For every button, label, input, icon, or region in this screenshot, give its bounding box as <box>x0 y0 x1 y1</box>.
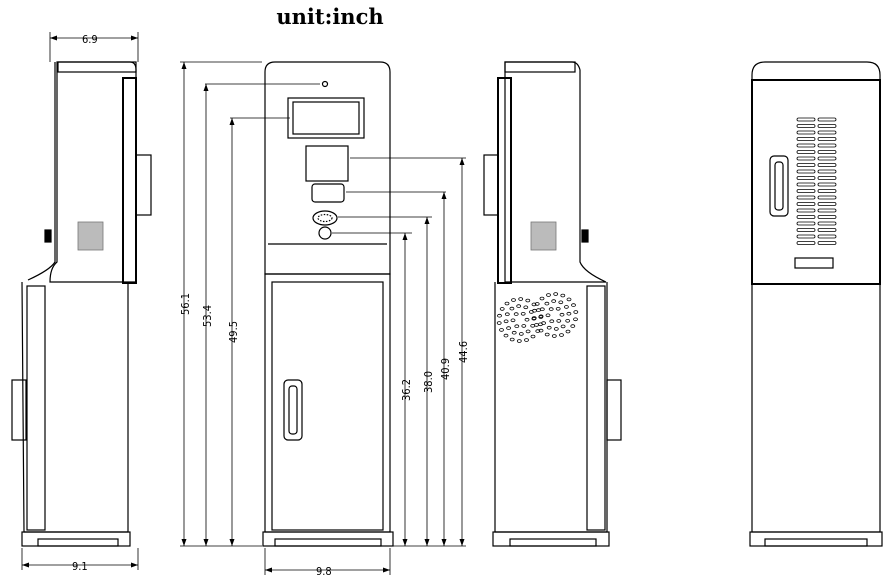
dim-printer-height: 40.9 <box>439 358 452 380</box>
back-view <box>749 61 883 547</box>
button-icon <box>318 226 332 240</box>
dim-speaker-height: 38.0 <box>422 371 435 393</box>
dim-total-height: 56.1 <box>179 293 192 315</box>
camera-icon <box>321 80 329 88</box>
dim-side-top-width: 6.9 <box>82 33 98 46</box>
printer-slot <box>311 183 345 203</box>
right-side-view <box>483 61 622 547</box>
speaker-vent-pattern <box>496 292 579 343</box>
dim-button-height: 36.2 <box>400 379 413 401</box>
dim-front-base-width: 9.8 <box>316 565 332 578</box>
left-side-view <box>11 32 152 570</box>
unit-title: unit:inch <box>276 4 384 29</box>
dim-card-reader-height: 44.6 <box>457 341 470 363</box>
speaker-grille <box>312 210 338 226</box>
card-reader <box>305 145 349 182</box>
dim-side-base-width: 9.1 <box>72 560 88 573</box>
dim-camera-height: 53.4 <box>201 305 214 327</box>
back-vent-slots <box>796 117 837 245</box>
dim-screen-height: 49.5 <box>227 321 240 343</box>
front-view <box>180 61 466 575</box>
